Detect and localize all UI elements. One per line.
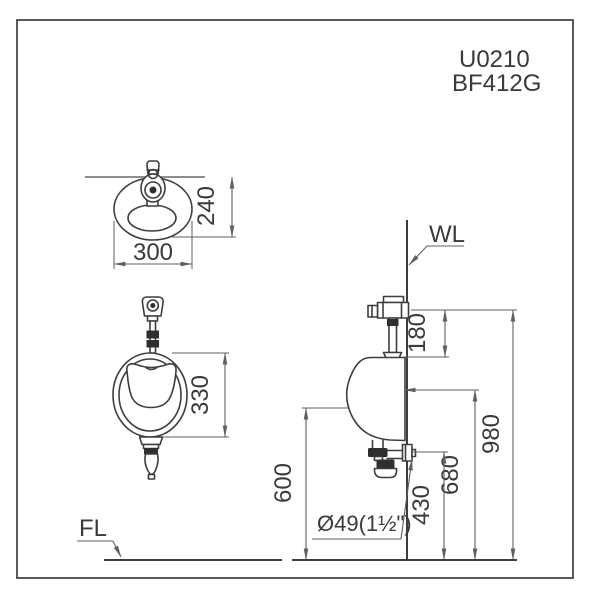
side-valve-top — [382, 295, 405, 304]
dim-text-valve-height: 980 — [478, 414, 505, 454]
front-view-drain — [138, 436, 164, 480]
floor: FL — [77, 515, 517, 561]
valve-coupling-upper — [146, 330, 159, 339]
side-view-flush-valve — [367, 295, 410, 359]
product-code: U0210 — [459, 46, 530, 73]
valve-head-dot — [150, 303, 156, 308]
floor-line-label: FL — [79, 515, 107, 542]
drain-tip — [147, 473, 156, 480]
valve-coupling-lower — [146, 340, 159, 348]
valve-code: BF412G — [452, 70, 541, 97]
valve-cap-outer — [144, 181, 162, 199]
wall-line-leader — [408, 245, 464, 266]
dim-text-drain-height: 430 — [408, 485, 435, 525]
sheet-border — [16, 19, 574, 579]
side-drain-nut-lower — [376, 459, 395, 469]
side-drain-nut-upper — [368, 448, 388, 457]
side-drain-wall-flange — [401, 443, 413, 462]
side-valve-coupling — [387, 319, 399, 326]
floor-line-leader — [77, 540, 122, 558]
front-bowl-notch — [145, 366, 158, 371]
dim-text-valve-to-spud: 180 — [404, 313, 431, 353]
valve-head-cap — [146, 299, 160, 312]
wall-line-label: WL — [429, 221, 465, 248]
valve-neck-circle — [147, 168, 159, 180]
drain-ring — [142, 443, 160, 450]
front-bowl-opening — [126, 363, 177, 409]
valve-cap-inner — [149, 186, 157, 194]
dim-text-lip-height: 600 — [270, 463, 297, 503]
front-view-flush-valve — [141, 296, 164, 358]
dim-text-top-depth: 240 — [193, 186, 220, 226]
drain-diameter-label: Ø49(1½") — [317, 511, 412, 536]
side-view: WL — [270, 220, 517, 561]
top-view: 300 240 — [85, 160, 236, 269]
drain-flange — [138, 436, 164, 446]
dim-text-front-height: 330 — [187, 375, 214, 415]
side-drain-stub — [411, 448, 417, 458]
side-view-drain — [368, 439, 417, 479]
front-rim-inner — [118, 358, 182, 432]
side-drain-trap — [373, 467, 398, 479]
drain-coupling — [144, 448, 158, 455]
side-body-profile — [345, 356, 406, 442]
drain-bulb — [144, 453, 159, 476]
front-view: 330 — [112, 296, 229, 480]
top-view-flush-valve — [140, 160, 166, 207]
drain-label-leader — [400, 458, 413, 540]
dim-text-rim-height: 680 — [437, 455, 464, 495]
dim-text-top-width: 300 — [133, 239, 173, 266]
